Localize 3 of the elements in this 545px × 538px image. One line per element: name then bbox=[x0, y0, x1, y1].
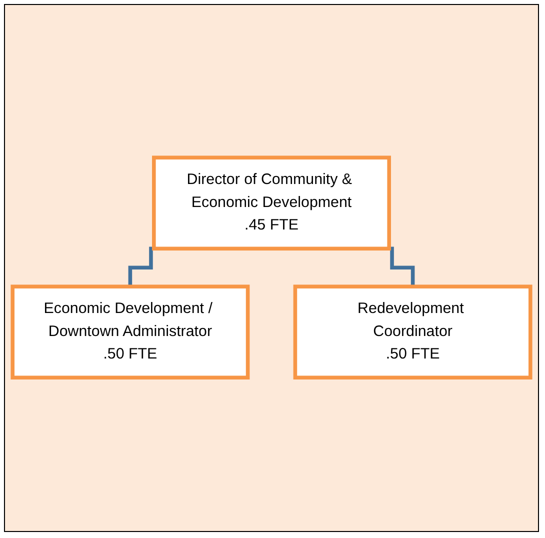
node-box: Director of Community & Economic Development .45 FTE bbox=[152, 156, 391, 251]
node-box: Redevelopment Coordinator .50 FTE bbox=[293, 285, 532, 380]
node-box: Economic Development / Downtown Administrator .50 FTE bbox=[10, 285, 250, 380]
